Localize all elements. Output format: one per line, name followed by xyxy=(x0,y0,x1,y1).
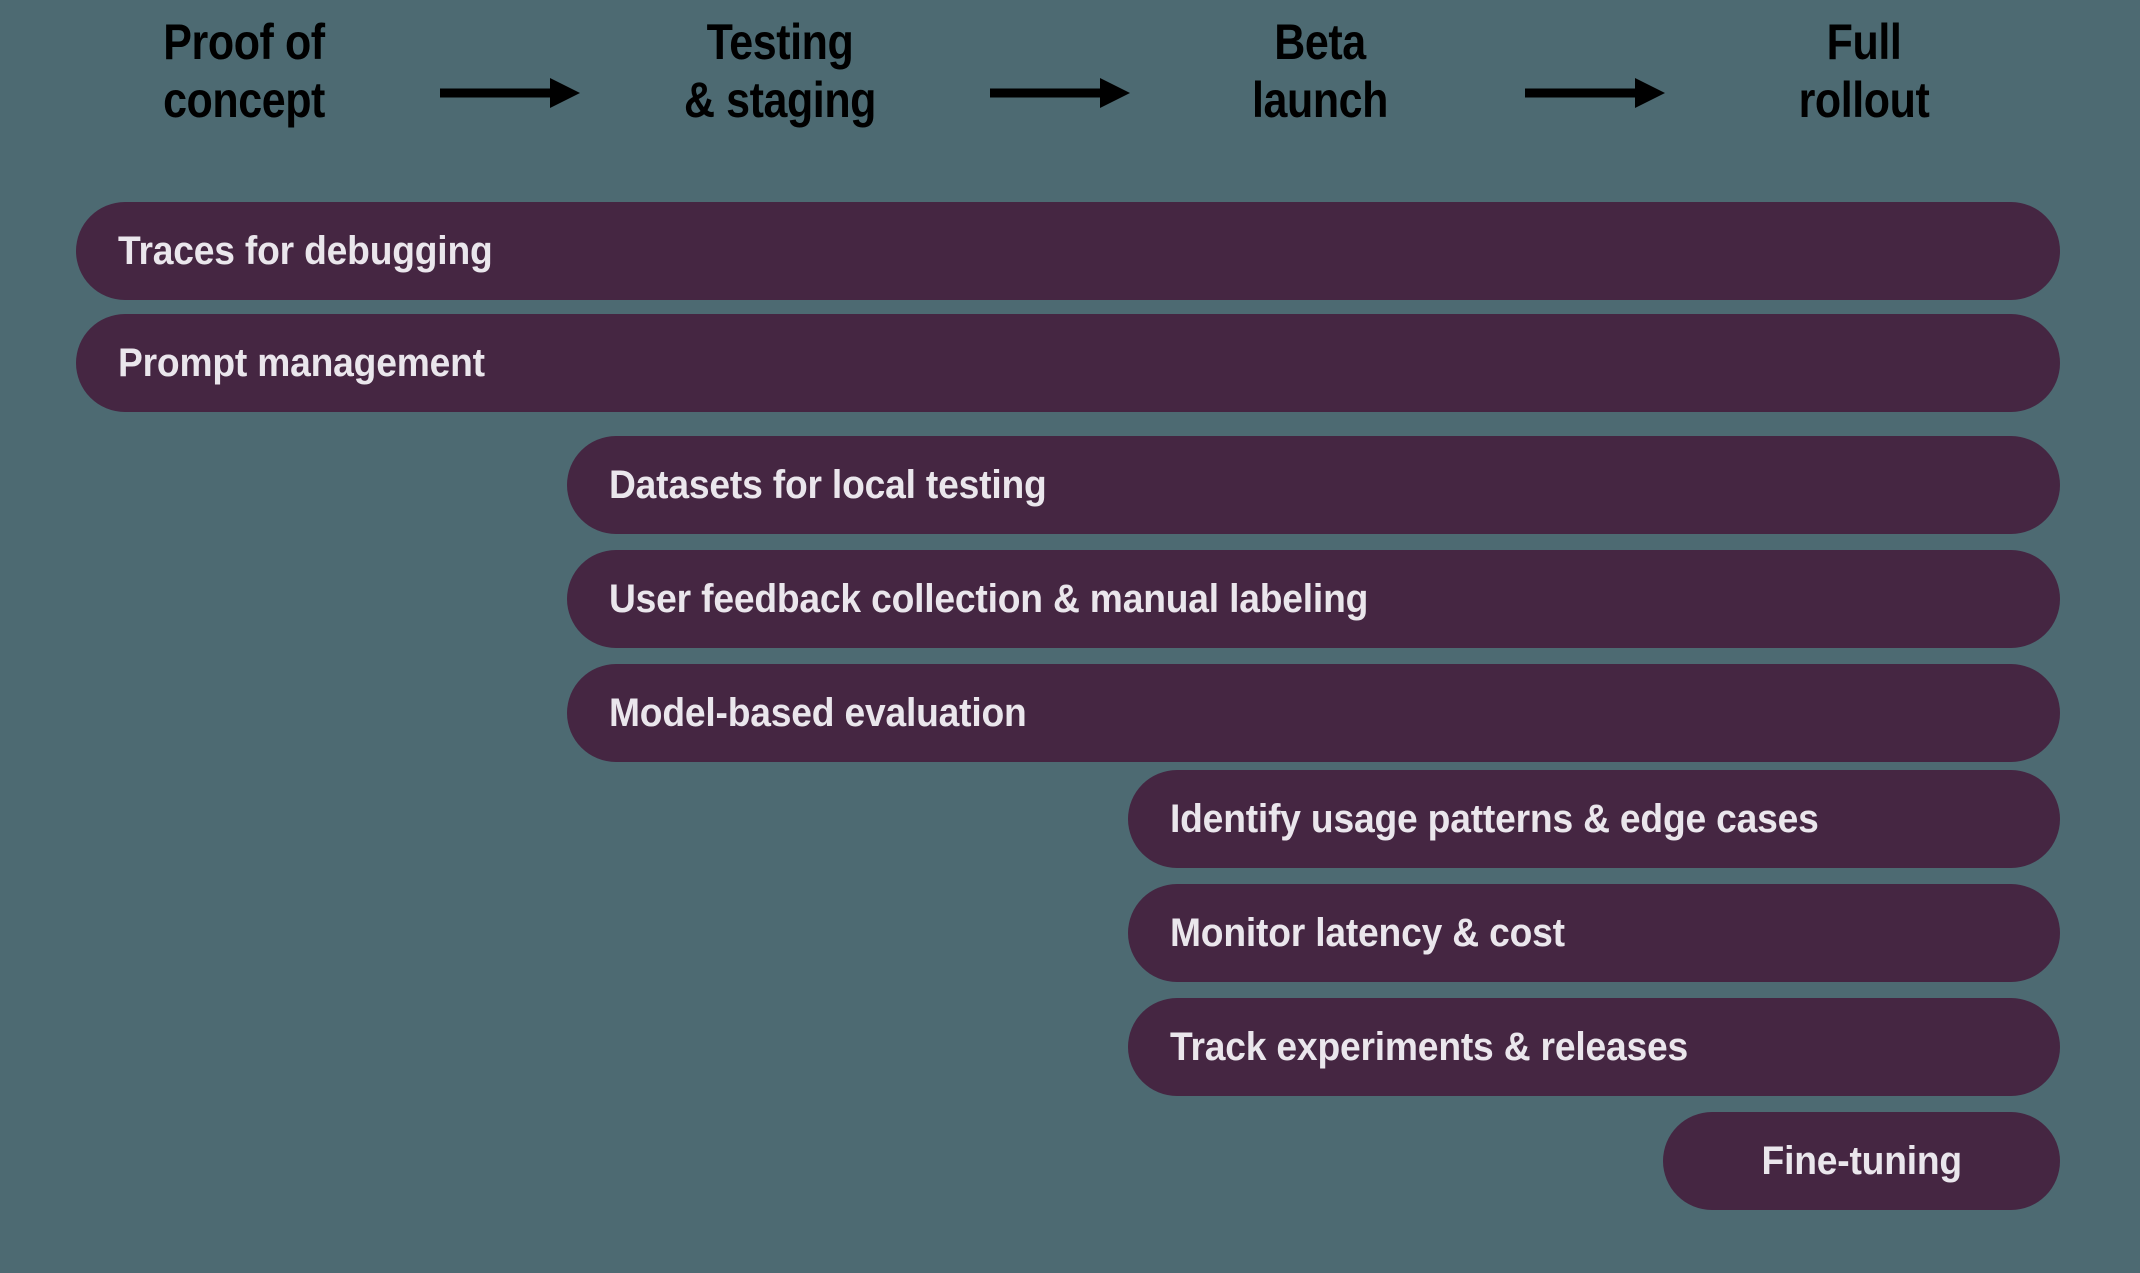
arrow-right-icon xyxy=(440,78,580,108)
phase-arrow-3 xyxy=(1525,78,1665,108)
phase-label-line1: Proof of xyxy=(163,14,325,70)
phase-label-line2: & staging xyxy=(683,71,877,128)
capability-bar-label: Datasets for local testing xyxy=(609,463,1047,507)
arrow-right-icon xyxy=(1525,78,1665,108)
phase-label-line2: concept xyxy=(163,71,325,128)
capability-bar-label: Identify usage patterns & edge cases xyxy=(1170,797,1819,841)
capability-bar-traces-for-debugging[interactable]: Traces for debugging xyxy=(76,202,2060,300)
capability-bar-user-feedback-collection[interactable]: User feedback collection & manual labeli… xyxy=(567,550,2060,648)
capability-bar-label: Traces for debugging xyxy=(118,229,493,273)
capability-bar-datasets-for-local-testing[interactable]: Datasets for local testing xyxy=(567,436,2060,534)
phase-label-line2: rollout xyxy=(1798,71,1930,128)
phase-label-line1: Testing xyxy=(706,14,854,70)
capability-bar-label: Track experiments & releases xyxy=(1170,1025,1688,1069)
capability-bar-label: User feedback collection & manual labeli… xyxy=(609,577,1369,621)
capability-bar-label: Monitor latency & cost xyxy=(1170,911,1565,955)
arrow-right-icon xyxy=(990,78,1130,108)
capability-bar-fine-tuning[interactable]: Fine-tuning xyxy=(1663,1112,2060,1210)
capability-bar-monitor-latency-and-cost[interactable]: Monitor latency & cost xyxy=(1128,884,2060,982)
capability-bar-prompt-management[interactable]: Prompt management xyxy=(76,314,2060,412)
phase-testing-and-staging: Testing& staging xyxy=(522,14,1038,129)
phase-label-line2: launch xyxy=(1251,71,1388,128)
capability-bar-label: Model-based evaluation xyxy=(609,691,1027,735)
capability-bar-label: Fine-tuning xyxy=(1761,1139,1962,1183)
phase-label-line1: Full xyxy=(1826,14,1902,70)
capability-bar-label: Prompt management xyxy=(118,341,485,385)
capability-bar-track-experiments-and-releases[interactable]: Track experiments & releases xyxy=(1128,998,2060,1096)
capability-bar-model-based-evaluation[interactable]: Model-based evaluation xyxy=(567,664,2060,762)
capability-bar-identify-usage-patterns[interactable]: Identify usage patterns & edge cases xyxy=(1128,770,2060,868)
phase-arrow-1 xyxy=(440,78,580,108)
phase-label-line1: Beta xyxy=(1274,14,1366,70)
phase-arrow-2 xyxy=(990,78,1130,108)
